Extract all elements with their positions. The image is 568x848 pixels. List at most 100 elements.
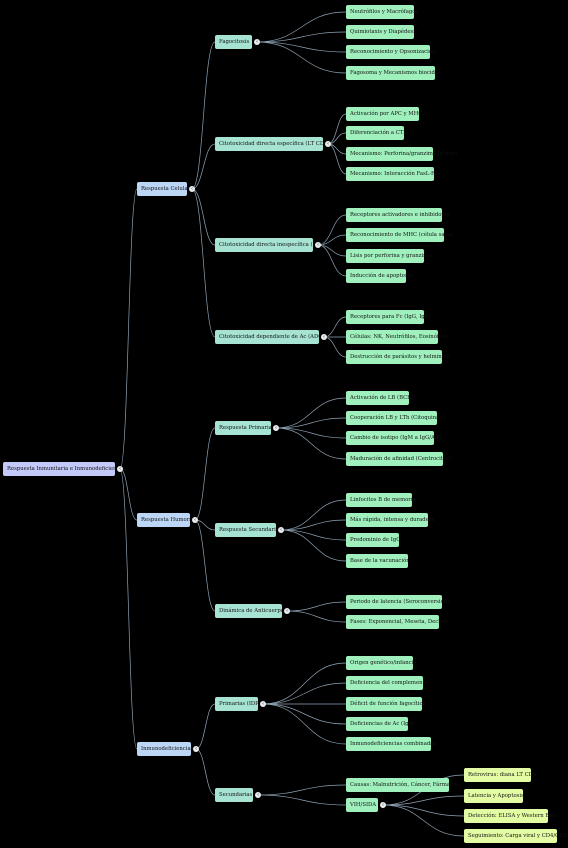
node-cambio-de-isotipo-igm-a-igg-a-e[interactable]: Cambio de isotipo (IgM a IgG/A/E) [346, 431, 443, 445]
node-respuesta-secundaria[interactable]: Respuesta Secundaria [215, 523, 279, 537]
node-deficiencia-del-complemento[interactable]: Deficiencia del complemento [346, 676, 428, 690]
node-deficiencias-de-ac-iga[interactable]: Deficiencias de Ac (IgA) [346, 717, 414, 731]
link-inmunodeficiencias-combinadas [262, 703, 347, 745]
node-inmunodeficiencias-combinadas[interactable]: Inmunodeficiencias combinadas [346, 737, 436, 751]
node-label: Activación por APC y MHC I [350, 111, 427, 117]
node-reconocimiento-y-opsonizacion[interactable]: Reconocimiento y Opsonización [346, 45, 435, 59]
collapse-toggle-icon[interactable]: ‹ [255, 792, 261, 798]
node-mecanismo-perforina-granzima-poros[interactable]: Mecanismo: Perforina/granzima (poros) [346, 147, 457, 161]
node-fases-exponencial-meseta-declive[interactable]: Fases: Exponencial, Meseta, Declive [346, 615, 448, 629]
collapse-toggle-icon[interactable]: ‹ [189, 186, 195, 192]
link-vih-sida [257, 794, 347, 806]
collapse-toggle-icon[interactable]: ‹ [284, 608, 290, 614]
collapse-toggle-icon[interactable]: ‹ [380, 802, 386, 808]
node-diferenciacion-a-ctl[interactable]: Diferenciación a CTL [346, 126, 407, 140]
node-base-de-la-vacunacion[interactable]: Base de la vacunación [346, 554, 410, 568]
node-label: Causas: Malnutrición, Cáncer, Fármacos [350, 782, 459, 788]
link-quimiotaxis-y-diapedesis [256, 31, 347, 43]
link-activacion-por-apc-y-mhc-i [327, 113, 347, 145]
collapse-toggle-icon[interactable]: ‹ [254, 39, 260, 45]
node-vih-sida[interactable]: VIH/SIDA [346, 798, 378, 812]
link-causas-malnutricion-cancer-farmacos [257, 784, 347, 796]
node-retrovirus-diana-lt-cd4[interactable]: Retrovirus: diana LT CD4 [464, 768, 536, 782]
collapse-toggle-icon[interactable]: ‹ [117, 466, 123, 472]
node-fagosoma-y-mecanismos-biocidas[interactable]: Fagosoma y Mecanismos biocidas [346, 66, 441, 80]
node-reconocimiento-de-mhc-celula-sana[interactable]: Reconocimiento de MHC (célula sana) [346, 228, 453, 242]
link-deteccion-elisa-y-western-blot [382, 804, 465, 817]
node-latencia-y-apoptosis[interactable]: Latencia y Apoptosis [464, 789, 524, 803]
node-label: Citotoxicidad directa específica (LT CD8… [219, 141, 330, 147]
link-linfocitos-b-de-memoria [280, 499, 347, 531]
node-label: Primarias (IDP) [219, 701, 261, 707]
node-respuesta-inmunitaria-e-inmunodeficienci[interactable]: Respuesta Inmunitaria e Inmunodeficienci… [3, 462, 127, 476]
link-secundarias [195, 748, 216, 796]
node-label: Reconocimiento de MHC (célula sana) [350, 232, 454, 238]
collapse-toggle-icon[interactable]: ‹ [192, 517, 198, 523]
node-citotoxicidad-directa-inespecifica-nk[interactable]: Citotoxicidad directa inespecífica (NK) [215, 238, 323, 252]
node-label: Linfocitos B de memoria [350, 497, 416, 503]
node-dinamica-de-anticuerpos[interactable]: Dinámica de Anticuerpos [215, 604, 287, 618]
node-seguimiento-carga-viral-y-cd4-cd8[interactable]: Seguimiento: Carga viral y CD4/CD8 [464, 829, 567, 843]
link-reconocimiento-y-opsonizacion [256, 41, 347, 53]
link-induccion-de-apoptosis [317, 244, 347, 277]
node-periodo-de-latencia-seroconversion[interactable]: Periodo de latencia (Seroconversión) [346, 595, 449, 609]
link-fagosoma-y-mecanismos-biocidas [256, 41, 347, 74]
collapse-toggle-icon[interactable]: ‹ [325, 141, 331, 147]
node-causas-malnutricion-cancer-farmacos[interactable]: Causas: Malnutrición, Cáncer, Fármacos [346, 778, 459, 792]
node-mecanismo-interaccion-fasl-fas[interactable]: Mecanismo: Interacción FasL-Fas [346, 167, 440, 181]
node-lisis-por-perforina-y-granzima[interactable]: Lisis por perforina y granzima [346, 249, 431, 263]
link-reconocimiento-de-mhc-celula-sana [317, 234, 347, 246]
node-celulas-nk-neutrofilos-eosinofilos[interactable]: Células: NK, Neutrófilos, Eosinófilos [346, 330, 448, 344]
node-label: Más rápida, intensa y duradera [350, 517, 435, 523]
node-predominio-de-igg[interactable]: Predominio de IgG [346, 533, 400, 547]
link-respuesta-secundaria [194, 519, 216, 531]
node-primarias-idp[interactable]: Primarias (IDP) [215, 697, 261, 711]
collapse-toggle-icon[interactable]: ‹ [321, 334, 327, 340]
node-respuesta-primaria[interactable]: Respuesta Primaria [215, 421, 272, 435]
node-activacion-por-apc-y-mhc-i[interactable]: Activación por APC y MHC I [346, 107, 426, 121]
link-citotoxicidad-dependiente-de-ac-adcc [191, 188, 216, 338]
link-cooperacion-lb-y-lth-citoquinas [275, 417, 347, 429]
link-mas-rapida-intensa-y-duradera [280, 519, 347, 531]
node-label: Neutrófilos y Macrófagos [350, 9, 419, 15]
collapse-toggle-icon[interactable]: ‹ [315, 242, 321, 248]
node-respuesta-celular[interactable]: Respuesta Celular [137, 182, 190, 196]
node-label: Fagosoma y Mecanismos biocidas [350, 70, 441, 76]
node-receptores-para-fc-igg-ige[interactable]: Receptores para Fc (IgG, IgE) [346, 310, 431, 324]
node-linfocitos-b-de-memoria[interactable]: Linfocitos B de memoria [346, 493, 416, 507]
collapse-toggle-icon[interactable]: ‹ [260, 701, 266, 707]
collapse-toggle-icon[interactable]: ‹ [273, 425, 279, 431]
node-label: Deficiencia del complemento [350, 680, 428, 686]
node-secundarias[interactable]: Secundarias [215, 788, 253, 802]
collapse-toggle-icon[interactable]: ‹ [193, 746, 199, 752]
node-deteccion-elisa-y-western-blot[interactable]: Detección: ELISA y Western Blot [464, 809, 556, 823]
node-induccion-de-apoptosis[interactable]: Inducción de apoptosis [346, 269, 412, 283]
node-maduracion-de-afinidad-centrocitos[interactable]: Maduración de afinidad (Centrocitos) [346, 452, 451, 466]
node-label: Respuesta Secundaria [219, 527, 279, 533]
node-label: Mecanismo: Interacción FasL-Fas [350, 171, 441, 177]
node-inmunodeficiencias[interactable]: Inmunodeficiencias [137, 742, 194, 756]
collapse-toggle-icon[interactable]: ‹ [278, 527, 284, 533]
node-label: Diferenciación a CTL [350, 130, 407, 136]
node-citotoxicidad-dependiente-de-ac-adcc[interactable]: Citotoxicidad dependiente de Ac (ADCC) [215, 330, 328, 344]
link-respuesta-primaria [194, 427, 216, 521]
node-citotoxicidad-directa-especifica-lt-cd8[interactable]: Citotoxicidad directa específica (LT CD8… [215, 137, 330, 151]
node-respuesta-humoral[interactable]: Respuesta Humoral [137, 513, 194, 527]
node-label: Inmunodeficiencias [141, 746, 194, 752]
node-cooperacion-lb-y-lth-citoquinas[interactable]: Cooperación LB y LTh (Citoquinas) [346, 411, 444, 425]
node-quimiotaxis-y-diapedesis[interactable]: Quimiotaxis y Diapédesis [346, 25, 418, 39]
node-label: Deficiencias de Ac (IgA) [350, 721, 415, 727]
node-receptores-activadores-e-inhibidores[interactable]: Receptores activadores e inhibidores [346, 208, 450, 222]
link-deficiencias-de-ac-iga [262, 703, 347, 725]
node-destruccion-de-parasitos-y-helmintos[interactable]: Destrucción de parásitos y helmintos [346, 350, 450, 364]
node-mas-rapida-intensa-y-duradera[interactable]: Más rápida, intensa y duradera [346, 513, 434, 527]
node-label: Cooperación LB y LTh (Citoquinas) [350, 415, 445, 421]
node-deficit-de-funcion-fagocitica[interactable]: Déficit de función fagocítica [346, 697, 426, 711]
node-origen-genetico-infancia[interactable]: Origen genético/infancia [346, 656, 416, 670]
node-activacion-de-lb-bcr[interactable]: Activación de LB (BCR) [346, 391, 413, 405]
link-inmunodeficiencias [119, 468, 138, 750]
node-neutrofilos-y-macrofagos[interactable]: Neutrófilos y Macrófagos [346, 5, 418, 19]
node-fagocitosis[interactable]: Fagocitosis [215, 35, 252, 49]
node-label: Citotoxicidad directa inespecífica (NK) [219, 242, 324, 248]
